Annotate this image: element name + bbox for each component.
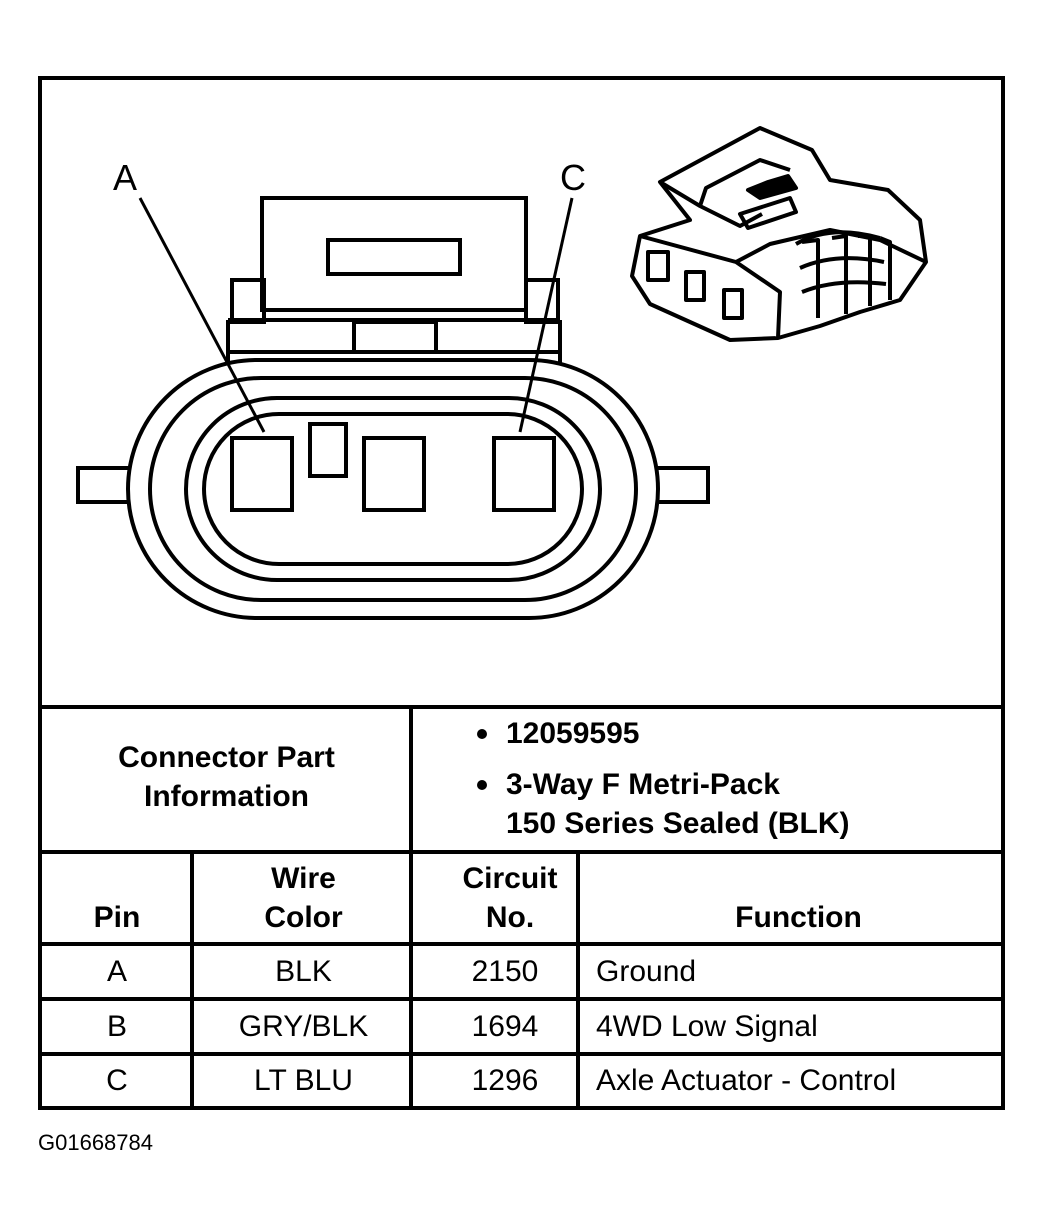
row-c-function: Axle Actuator - Control [596,1064,897,1097]
leader-line-c [518,197,574,433]
part-info-label: Connector Part Information [42,738,411,816]
header-function: Function [735,901,862,934]
part-description-line2: 150 Series Sealed (BLK) [506,807,850,840]
header-wire-color-line2: Color [264,901,343,934]
connector-cavity [202,412,584,566]
connector-latch-housing [260,196,528,312]
header-circuit: Circuit No. [415,859,605,937]
header-wire-color-line1: Wire [271,862,336,895]
connector-base-step [226,318,562,370]
row-a-wire-color: BLK [275,955,332,988]
header-circuit-line2: No. [485,901,535,934]
callout-c: C [560,157,586,198]
part-info-label-line1: Connector Part [118,741,335,774]
row-a-circuit: 2150 [471,955,539,988]
connector-latch-window [326,238,462,276]
row-a-function: Ground [596,955,697,988]
connector-seal-ring [184,396,602,582]
figure-id: G01668784 [38,1130,153,1155]
leader-line-a [138,197,266,433]
polarization-key [308,422,348,478]
row-b-function: 4WD Low Signal [596,1010,818,1043]
part-info-label-line2: Information [144,780,309,813]
bullet-dot-2 [477,780,487,790]
row-b-pin: B [106,1010,127,1043]
mounting-ear-right [654,466,710,504]
row-c-pin: C [106,1064,128,1097]
terminal-cavity-b [362,436,426,512]
part-number: 12059595 [506,717,640,750]
terminal-cavity-c [492,436,556,512]
header-pin: Pin [93,901,141,934]
row-c-circuit: 1296 [471,1064,539,1097]
connector-body-ring [148,376,638,602]
part-description-line1: 3-Way F Metri-Pack [506,768,780,801]
header-circuit-line1: Circuit [462,862,558,895]
header-wire-color: Wire Color [196,859,411,937]
callout-a: A [112,157,137,198]
mounting-ear-left [76,466,132,504]
row-b-circuit: 1694 [471,1010,539,1043]
row-c-wire-color: LT BLU [254,1064,353,1097]
row-a-pin: A [106,955,127,988]
row-b-wire-color: GRY/BLK [238,1010,369,1043]
terminal-cavity-a [230,436,294,512]
bullet-dot-1 [477,729,487,739]
connector-3d-view [630,126,928,342]
diagram-frame [38,76,1005,1110]
